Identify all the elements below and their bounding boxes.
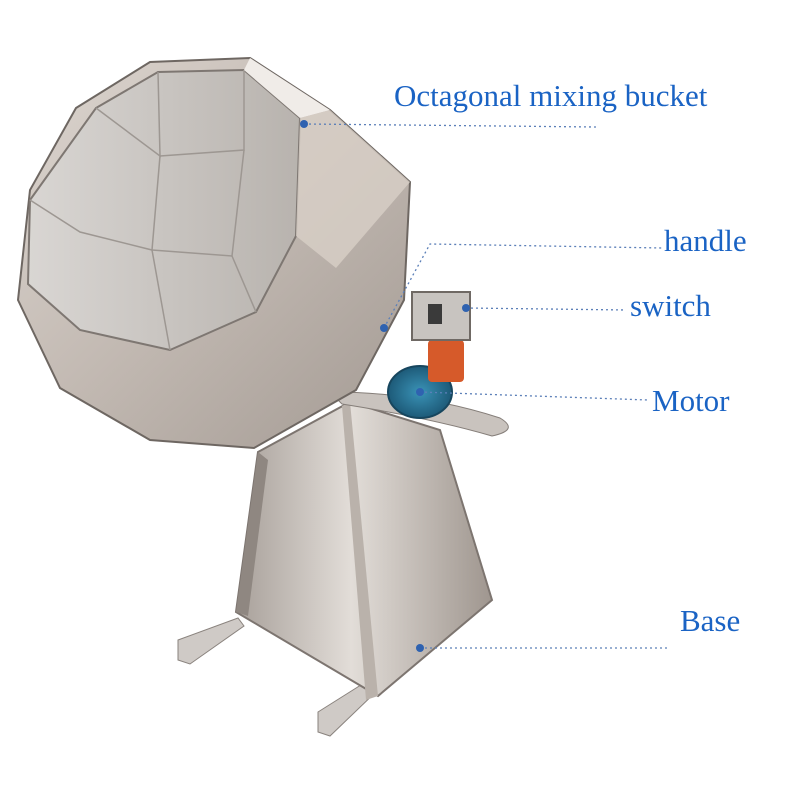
label-switch: switch xyxy=(630,288,711,323)
bucket-leader-line xyxy=(303,123,597,128)
switch-leader-line xyxy=(465,307,627,311)
motor-marker xyxy=(416,388,424,396)
label-handle: handle xyxy=(664,223,747,258)
handle-leader-line xyxy=(383,243,663,329)
leader-lines xyxy=(303,123,670,649)
switch-box xyxy=(411,291,471,341)
label-octagonal-mixing-bucket: Octagonal mixing bucket xyxy=(394,78,708,113)
base-marker xyxy=(416,644,424,652)
leader-dots xyxy=(300,120,470,652)
base-pedestal xyxy=(234,400,494,700)
label-motor: Motor xyxy=(652,383,730,418)
switch-marker xyxy=(462,304,470,312)
octagonal-bucket xyxy=(16,56,412,450)
label-base: Base xyxy=(680,603,741,638)
bucket-marker xyxy=(300,120,308,128)
motor-leader-line xyxy=(419,391,649,401)
handle-marker xyxy=(380,324,388,332)
